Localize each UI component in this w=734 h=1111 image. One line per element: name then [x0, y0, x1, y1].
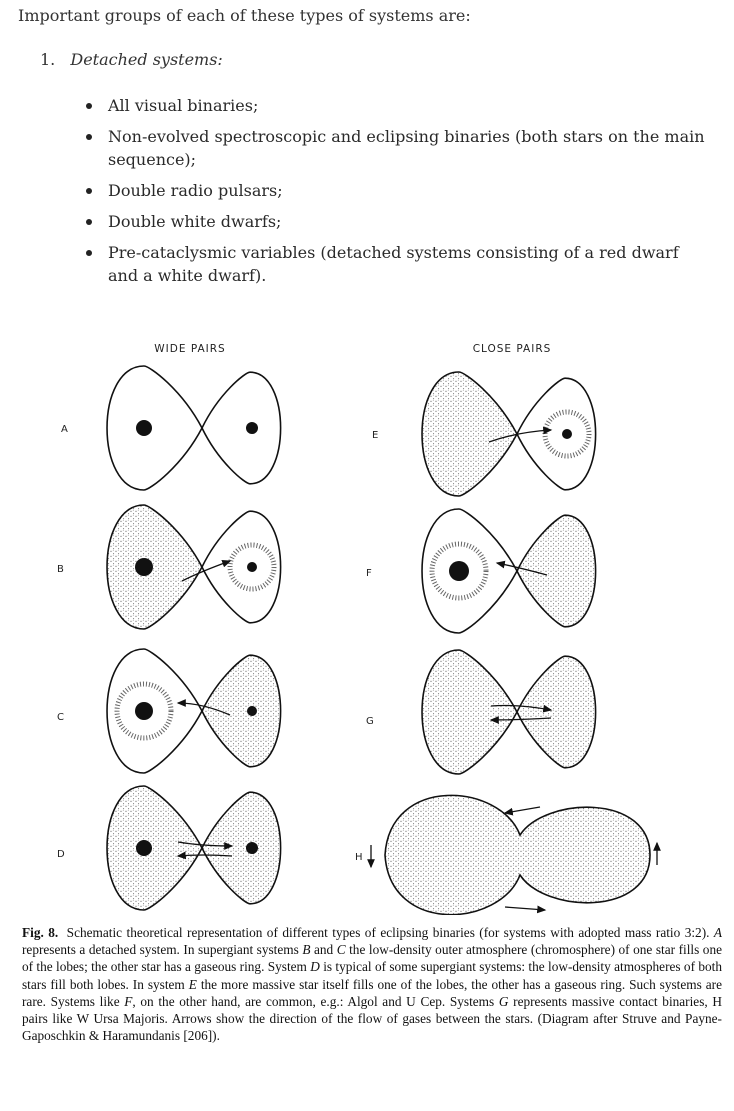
gas-flow-arrow: [490, 704, 553, 713]
gas-flow-arrow: [488, 426, 553, 443]
panel-label-h: H: [355, 852, 363, 863]
gas-flow-arrow: [176, 851, 233, 860]
caption-run: F: [124, 993, 133, 1009]
bullet-item: Non-evolved spectroscopic and eclipsing …: [86, 125, 706, 171]
caption-run: the more massive star itself fills one o…: [22, 976, 722, 1009]
gas-flow-arrow: [176, 699, 231, 716]
section-title: Detached systems:: [70, 50, 223, 69]
caption-run: C: [336, 942, 346, 958]
primary-star: [135, 702, 153, 720]
filled-lobe: [517, 656, 596, 768]
binary-systems-diagram: WIDE PAIRS CLOSE PAIRS A B C D E F G H: [57, 343, 661, 915]
filled-lobe: [107, 786, 202, 910]
figure-caption: Fig. 8. Schematic theoretical representa…: [22, 924, 722, 1044]
primary-star: [136, 420, 152, 436]
bullet-item: Double white dwarfs;: [86, 210, 706, 233]
gas-flow-arrow: [504, 905, 547, 914]
filled-lobe: [517, 515, 596, 627]
panel-label-e: E: [372, 430, 378, 441]
caption-run: and: [310, 942, 337, 958]
roche-lobe-outline: [106, 648, 282, 774]
roche-lobe-outline: [421, 508, 597, 634]
gas-ring: [114, 681, 174, 741]
roche-lobe-outline: [421, 649, 597, 775]
caption-run: , on the other hand, are common, e.g.: A…: [132, 993, 499, 1009]
caption-run: G: [498, 993, 509, 1009]
column-header-wide: WIDE PAIRS: [154, 343, 225, 355]
panel-label-g: G: [366, 716, 374, 727]
gas-flow-arrow: [503, 806, 541, 816]
filled-lobe: [422, 372, 517, 496]
caption-run: the low-density outer atmosphere (chromo…: [22, 942, 722, 975]
bullet-item: Double radio pulsars;: [86, 179, 706, 202]
primary-star: [449, 561, 469, 581]
caption-run: is typical of some supergiant systems: t…: [22, 959, 722, 992]
roche-lobe-outline: [106, 785, 282, 911]
panel-label-a: A: [61, 424, 68, 435]
intro-text: Important groups of each of these types …: [18, 6, 471, 25]
caption-run: A: [713, 925, 723, 940]
gas-flow-arrow: [181, 559, 232, 582]
secondary-star: [247, 562, 257, 572]
caption-run: Schematic theoretical representation of …: [66, 925, 714, 940]
caption-label: Fig. 8.: [22, 925, 59, 940]
roche-lobe-outline: [421, 371, 597, 497]
filled-lobe: [107, 505, 202, 629]
panel-label-d: D: [57, 849, 65, 860]
bullet-item: All visual binaries;: [86, 94, 706, 117]
primary-star: [136, 840, 152, 856]
primary-star: [135, 558, 153, 576]
figure-panels: [106, 365, 661, 915]
caption-run: D: [310, 959, 320, 975]
gas-ring: [542, 409, 592, 459]
column-header-close: CLOSE PAIRS: [473, 343, 552, 355]
bullet-list: All visual binaries; Non-evolved spectro…: [86, 94, 706, 295]
bullet-item: Pre-cataclysmic variables (detached syst…: [86, 241, 706, 287]
filled-lobe: [422, 650, 517, 774]
gas-flow-arrow: [495, 560, 548, 576]
contact-envelope: [384, 794, 651, 915]
gas-flow-arrow: [177, 841, 234, 850]
caption-run: B: [302, 942, 311, 958]
filled-lobe: [202, 792, 281, 904]
panel-label-b: B: [57, 564, 64, 575]
gas-ring: [227, 542, 277, 592]
filled-lobe: [202, 655, 281, 767]
caption-run: represents a detached system. In supergi…: [22, 942, 303, 958]
section-heading: 1. Detached systems:: [40, 50, 223, 69]
gas-flow-arrow: [489, 716, 552, 724]
secondary-star: [247, 706, 257, 716]
secondary-star: [246, 842, 258, 854]
panel-label-f: F: [366, 568, 372, 579]
secondary-star: [246, 422, 258, 434]
gas-ring: [429, 541, 489, 601]
caption-body: Schematic theoretical representation of …: [22, 925, 722, 1043]
caption-run: represents massive contact binaries, H p…: [22, 993, 722, 1044]
roche-lobe-outline: [106, 365, 282, 491]
caption-run: E: [188, 976, 197, 992]
secondary-star: [562, 429, 572, 439]
panel-label-c: C: [57, 712, 64, 723]
section-number: 1.: [40, 50, 56, 69]
